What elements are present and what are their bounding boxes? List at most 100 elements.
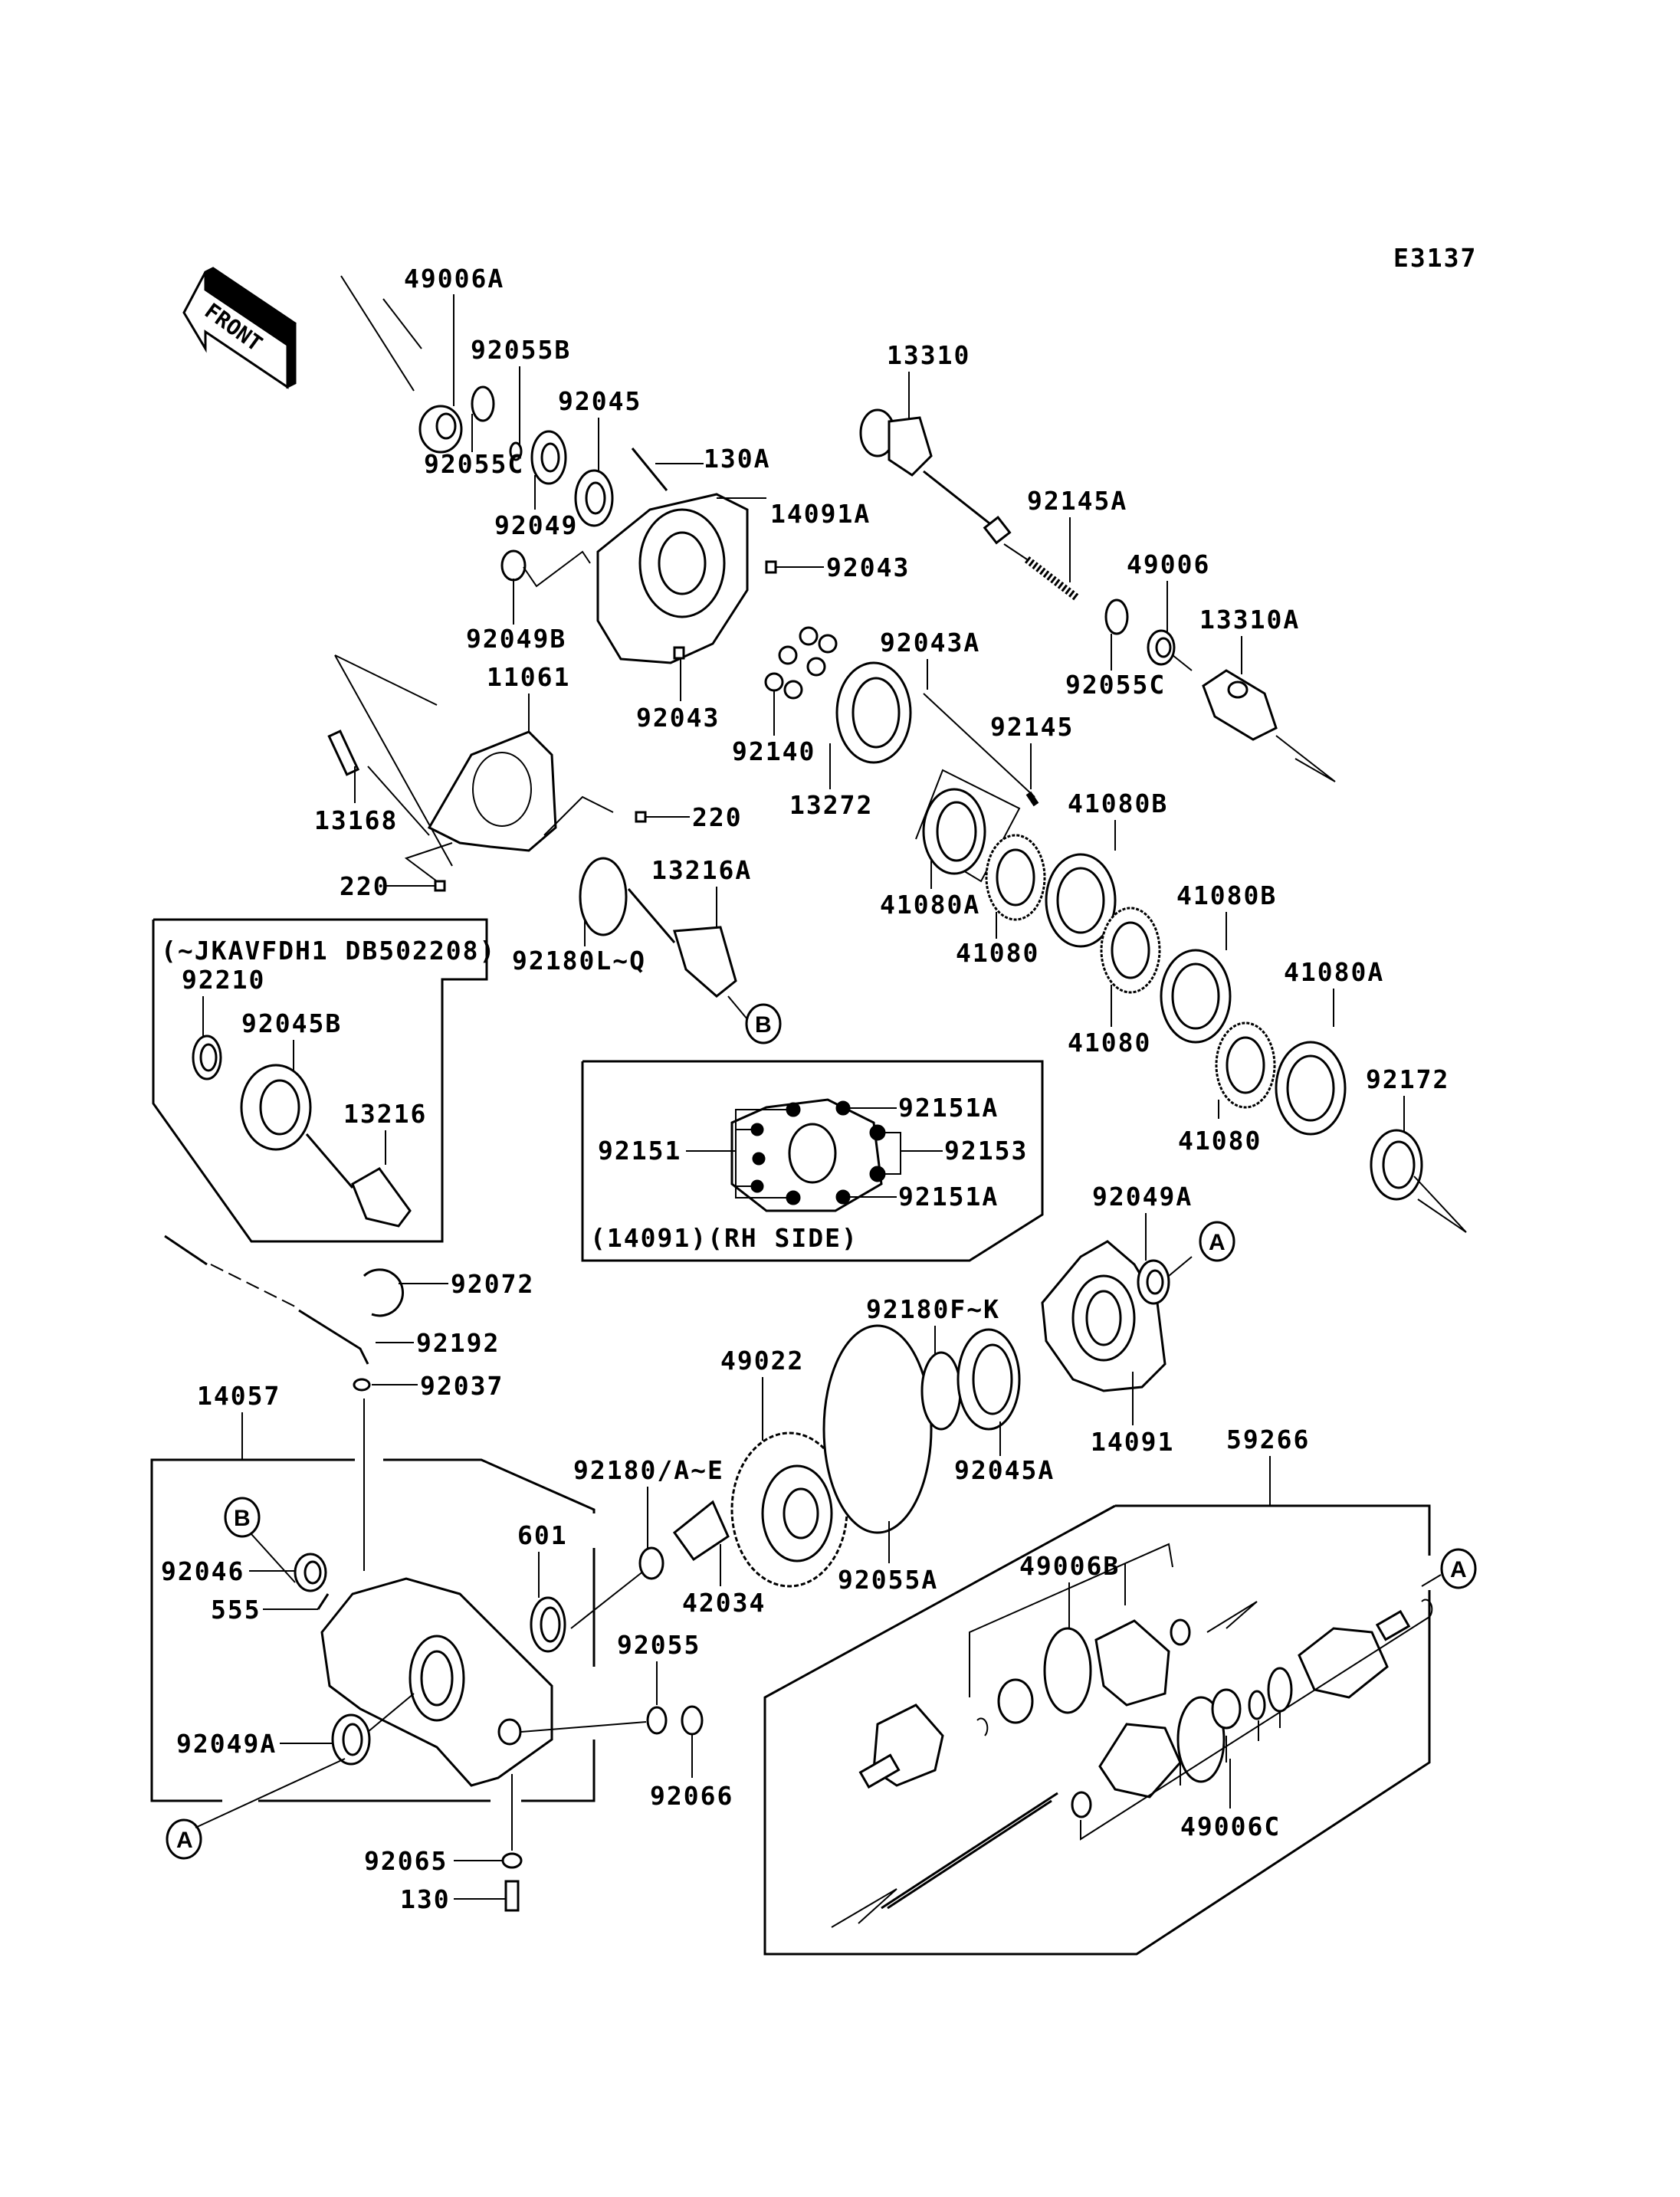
part-49006B[interactable]: 49006B xyxy=(1019,1551,1120,1621)
part-label-92037[interactable]: 92037 xyxy=(420,1371,504,1401)
part-92192-tube[interactable] xyxy=(164,1235,369,1365)
part-label-220-left[interactable]: 220 xyxy=(340,871,390,901)
part-label-41080-2[interactable]: 41080 xyxy=(1068,1028,1151,1058)
part-92072[interactable]: 92072 xyxy=(363,1268,534,1317)
part-49006A[interactable]: 49006A xyxy=(404,264,504,454)
part-label-601[interactable]: 601 xyxy=(517,1520,568,1550)
part-92065[interactable]: 92065 xyxy=(364,1774,523,1876)
part-92210[interactable]: 92210 xyxy=(182,965,265,1080)
part-label-92140[interactable]: 92140 xyxy=(732,736,815,766)
part-label-92145[interactable]: 92145 xyxy=(990,712,1074,742)
part-14057[interactable]: 14057 xyxy=(197,1381,281,1460)
part-label-92055A[interactable]: 92055A xyxy=(838,1565,938,1595)
part-label-92180-A-E[interactable]: 92180/A~E xyxy=(573,1455,724,1485)
part-92049[interactable]: 92049 xyxy=(494,430,578,540)
part-92046[interactable]: 92046 xyxy=(161,1553,327,1592)
part-label-92151[interactable]: 92151 xyxy=(598,1136,681,1166)
part-label-14057[interactable]: 14057 xyxy=(197,1381,281,1411)
part-92151A-top[interactable]: 92151A xyxy=(898,1093,999,1123)
part-label-92045[interactable]: 92045 xyxy=(558,386,641,416)
part-label-92072[interactable]: 92072 xyxy=(451,1269,534,1299)
part-14091[interactable]: 14091 xyxy=(1041,1240,1174,1457)
part-13216[interactable]: 13216 xyxy=(305,1099,427,1228)
part-label-92151A-bottom[interactable]: 92151A xyxy=(898,1182,999,1212)
part-92055C-right[interactable]: 92055C xyxy=(1065,598,1166,700)
part-92151A-bottom[interactable]: 92151A xyxy=(898,1182,999,1212)
part-label-92043-bottom[interactable]: 92043 xyxy=(636,703,720,733)
part-92049A-left[interactable]: 92049A xyxy=(176,1693,415,1766)
part-label-41080-3[interactable]: 41080 xyxy=(1178,1126,1262,1156)
part-92037[interactable]: 92037 xyxy=(353,1371,504,1571)
part-label-92045B[interactable]: 92045B xyxy=(241,1008,342,1038)
part-59266[interactable]: 59266 xyxy=(1226,1425,1310,1506)
part-41080B-1[interactable]: 41080B xyxy=(1045,789,1168,948)
part-label-49006[interactable]: 49006 xyxy=(1127,549,1210,579)
part-92180L-Q[interactable]: 92180L~Q xyxy=(512,857,646,976)
part-label-49006B[interactable]: 49006B xyxy=(1019,1551,1120,1581)
part-label-92192[interactable]: 92192 xyxy=(416,1328,500,1358)
part-92153[interactable]: 92153 xyxy=(944,1136,1028,1166)
part-label-11061[interactable]: 11061 xyxy=(487,662,570,692)
part-92192[interactable]: 92192 xyxy=(376,1328,500,1358)
part-label-92049[interactable]: 92049 xyxy=(494,510,578,540)
part-92151[interactable]: 92151 xyxy=(598,1136,681,1166)
part-label-59266[interactable]: 59266 xyxy=(1226,1425,1310,1454)
part-49006C[interactable]: 49006C xyxy=(1180,1759,1281,1841)
part-label-13216[interactable]: 13216 xyxy=(343,1099,427,1129)
part-92043-bottom[interactable]: 92043 xyxy=(636,646,720,733)
part-92055C-top[interactable]: 92055C xyxy=(424,385,524,479)
part-label-130[interactable]: 130 xyxy=(400,1884,451,1914)
part-13310A[interactable]: 13310A xyxy=(1199,605,1336,782)
part-13272[interactable]: 13272 xyxy=(789,661,912,820)
part-label-130A[interactable]: 130A xyxy=(704,444,770,474)
part-label-92043A[interactable]: 92043A xyxy=(880,628,980,657)
part-label-92153[interactable]: 92153 xyxy=(944,1136,1028,1166)
part-220-left[interactable]: 220 xyxy=(340,842,453,901)
part-label-92151A-top[interactable]: 92151A xyxy=(898,1093,999,1123)
part-92055B[interactable]: 92055B xyxy=(471,335,571,461)
part-92043A[interactable]: 92043A xyxy=(880,628,1035,798)
part-92045A[interactable]: 92045A xyxy=(954,1328,1055,1485)
part-92055A[interactable]: 92055A xyxy=(822,1324,938,1595)
part-label-13310A[interactable]: 13310A xyxy=(1199,605,1300,635)
part-label-92046[interactable]: 92046 xyxy=(161,1556,244,1586)
part-label-41080A-2[interactable]: 41080A xyxy=(1284,957,1384,987)
part-130A[interactable]: 130A xyxy=(631,444,770,491)
part-13310[interactable]: 13310 xyxy=(859,340,1012,545)
part-92145[interactable]: 92145 xyxy=(990,712,1074,807)
part-label-92049A-right[interactable]: 92049A xyxy=(1092,1182,1193,1212)
part-label-92055C-right[interactable]: 92055C xyxy=(1065,670,1166,700)
part-92180F-K[interactable]: 92180F~K xyxy=(866,1294,1000,1431)
part-41080-2[interactable]: 41080 xyxy=(1068,907,1161,1058)
part-41080A-2[interactable]: 41080A xyxy=(1275,957,1384,1136)
part-label-13168[interactable]: 13168 xyxy=(314,805,398,835)
part-92045[interactable]: 92045 xyxy=(558,386,641,527)
part-92049A-right[interactable]: 92049A xyxy=(1092,1182,1193,1305)
part-130[interactable]: 130 xyxy=(400,1880,520,1914)
part-label-42034[interactable]: 42034 xyxy=(682,1588,766,1618)
part-42034[interactable]: 42034 xyxy=(672,1500,766,1618)
part-label-555[interactable]: 555 xyxy=(211,1595,261,1625)
part-label-13272[interactable]: 13272 xyxy=(789,790,873,820)
part-label-41080B-1[interactable]: 41080B xyxy=(1068,789,1168,818)
part-label-13310[interactable]: 13310 xyxy=(887,340,970,370)
part-label-92180F-K[interactable]: 92180F~K xyxy=(866,1294,1000,1324)
part-41080A-1[interactable]: 41080A xyxy=(880,788,986,920)
part-label-92043-right[interactable]: 92043 xyxy=(826,553,910,582)
part-label-92049B[interactable]: 92049B xyxy=(466,624,566,654)
part-41080-3[interactable]: 41080 xyxy=(1178,1021,1276,1156)
part-49022[interactable]: 49022 xyxy=(720,1346,848,1588)
part-label-49006A[interactable]: 49006A xyxy=(404,264,504,293)
part-label-92210[interactable]: 92210 xyxy=(182,965,265,995)
part-label-92055B[interactable]: 92055B xyxy=(471,335,571,365)
part-14091A[interactable]: 14091A xyxy=(596,493,871,664)
part-label-49022[interactable]: 49022 xyxy=(720,1346,804,1376)
part-601[interactable]: 601 xyxy=(517,1520,645,1653)
part-92055[interactable]: 92055 xyxy=(520,1630,701,1735)
part-label-92049A-left[interactable]: 92049A xyxy=(176,1729,277,1759)
part-label-49006C[interactable]: 49006C xyxy=(1180,1812,1281,1841)
part-label-14091A[interactable]: 14091A xyxy=(770,499,871,529)
part-label-92180L-Q[interactable]: 92180L~Q xyxy=(512,946,646,976)
part-92145A[interactable]: 92145A xyxy=(1003,486,1127,601)
part-label-220-right[interactable]: 220 xyxy=(692,802,743,832)
